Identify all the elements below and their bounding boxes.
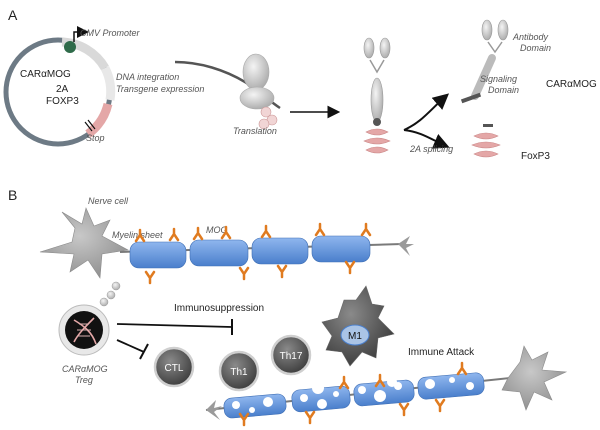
treg-label-1: CARαMOG bbox=[62, 364, 108, 374]
plasmid-foxp3-label: FOXP3 bbox=[46, 96, 79, 107]
plasmid-2a-label: 2A bbox=[56, 84, 69, 95]
ctl-inhibition-line bbox=[116, 339, 145, 353]
nerve-cell-label: Nerve cell bbox=[88, 196, 129, 206]
plasmid-gene-label: CARαMOG bbox=[20, 69, 71, 80]
m1-macrophage bbox=[321, 285, 395, 367]
foxp3-product bbox=[471, 124, 501, 158]
immune-attack-label: Immune Attack bbox=[408, 347, 475, 358]
immunosuppression-line bbox=[116, 323, 233, 328]
mog-markers-top bbox=[134, 222, 372, 285]
split-arrow-down bbox=[403, 129, 450, 149]
th17-label: Th17 bbox=[280, 351, 303, 362]
plasmid bbox=[3, 26, 116, 147]
ribosome bbox=[174, 53, 281, 130]
th17-cell bbox=[270, 334, 312, 376]
signaling-label-2: Domain bbox=[488, 85, 519, 95]
panel-a-letter: A bbox=[8, 7, 18, 23]
th1-cell bbox=[218, 350, 260, 392]
split-arrow-up bbox=[403, 93, 450, 131]
th1-label: Th1 bbox=[230, 367, 248, 378]
product-foxp3-label: FoxP3 bbox=[521, 151, 550, 162]
panel-b-letter: B bbox=[8, 187, 17, 203]
mog-markers-bottom bbox=[238, 361, 468, 427]
m1-label: M1 bbox=[348, 331, 362, 342]
ctl-cell bbox=[153, 346, 195, 388]
antibody-label-2: Domain bbox=[520, 43, 551, 53]
stop-label: Stop bbox=[86, 133, 105, 143]
antibody-label-1: Antibody bbox=[512, 32, 549, 42]
translation-label: Translation bbox=[233, 126, 277, 136]
integration-label-1: DNA integration bbox=[116, 72, 179, 82]
integration-label-2: Transgene expression bbox=[116, 84, 204, 94]
treg-cell bbox=[58, 281, 121, 356]
signaling-label-1: Signaling bbox=[480, 74, 517, 84]
immunosuppression-label: Immunosuppression bbox=[174, 303, 264, 314]
myelin-sheet-label: Myelin sheet bbox=[112, 230, 163, 240]
myelin-damaged bbox=[223, 372, 485, 419]
myelin-top bbox=[129, 235, 371, 269]
precursor-protein bbox=[363, 37, 391, 154]
promoter-arrow bbox=[73, 26, 89, 42]
promoter-label: CMV Promoter bbox=[80, 28, 141, 38]
car-product bbox=[460, 19, 509, 104]
splicing-label: 2A splicing bbox=[409, 144, 453, 154]
product-car-label: CARαMOG bbox=[546, 79, 597, 90]
promoter-marker bbox=[64, 41, 76, 53]
treg-label-2: Treg bbox=[75, 375, 93, 385]
ctl-label: CTL bbox=[165, 363, 184, 374]
mog-label: MOG bbox=[206, 225, 228, 235]
